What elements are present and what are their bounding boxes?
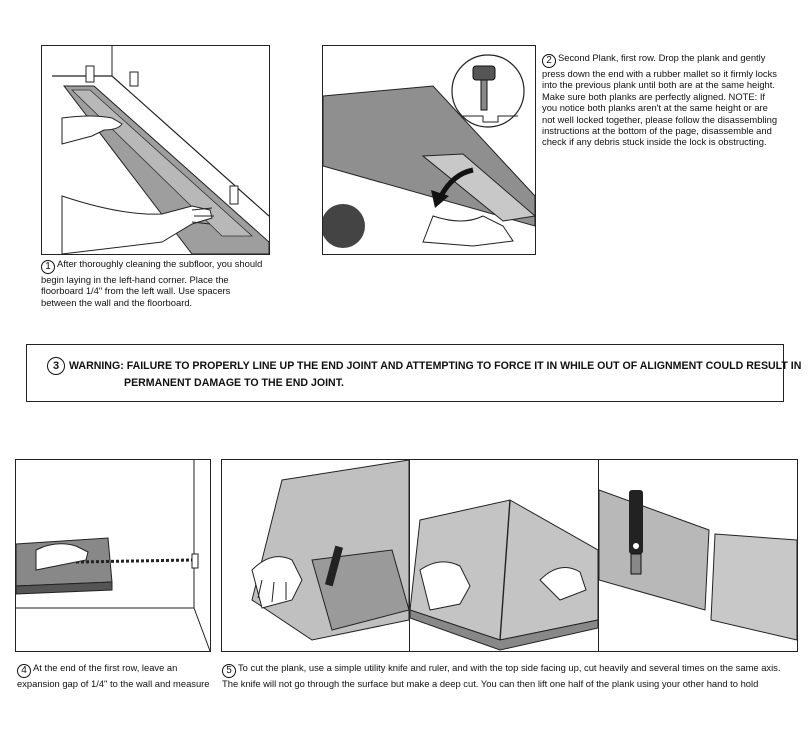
step4-line-2: expansion gap of 1/4" to the wall and me… [17, 678, 210, 689]
step1-line: begin laying in the left-hand corner. Pl… [41, 274, 229, 285]
warning-line-1: WARNING: FAILURE TO PROPERLY LINE UP THE… [69, 360, 801, 372]
step4-illustration [15, 459, 211, 652]
step5-illustration-b [409, 459, 599, 652]
step2-line: not well locked together, please follow … [542, 113, 778, 125]
step2-line: you notice both planks aren't at the sam… [542, 102, 768, 114]
step1-line: After thoroughly cleaning the subfloor, … [57, 258, 263, 269]
step2-line: into the previous plank until both are a… [542, 79, 775, 91]
step1-number: 1 [41, 260, 55, 274]
warning-text-1: FAILURE TO PROPERLY LINE UP THE END JOIN… [126, 360, 802, 372]
step2-line: instructions at the bottom of the page, … [542, 125, 772, 137]
step5-illustration-a [221, 459, 410, 652]
step5-line-1: To cut the plank, use a simple utility k… [238, 662, 781, 673]
step2-illustration [322, 45, 536, 255]
warning-text-2: PERMANENT DAMAGE TO THE END JOINT. [124, 377, 344, 389]
step1-line: between the wall and the floorboard. [41, 296, 193, 308]
step1-illustration [41, 45, 270, 255]
step2-line: Make sure both planks are perfectly alig… [542, 90, 766, 102]
step1-line: floorboard 1/4" from the left wall. Use … [41, 285, 231, 297]
step5-illustration-c [598, 459, 798, 652]
warning-label: WARNING: [69, 360, 124, 372]
step2-line: Second Plank, first row. Drop the plank … [558, 52, 766, 63]
step2-line: press down the end with a rubber mallet … [542, 68, 777, 79]
step5-line-2: The knife will not go through the surfac… [222, 678, 759, 689]
step5-number: 5 [222, 664, 236, 678]
step2-line: check if any debris stuck inside the loc… [542, 136, 767, 148]
step4-number: 4 [17, 664, 31, 678]
warning-number: 3 [47, 357, 65, 375]
step2-number: 2 [542, 54, 556, 68]
warning-box: 3 WARNING: FAILURE TO PROPERLY LINE UP T… [26, 344, 801, 402]
step4-line-1: At the end of the first row, leave an [33, 662, 178, 673]
